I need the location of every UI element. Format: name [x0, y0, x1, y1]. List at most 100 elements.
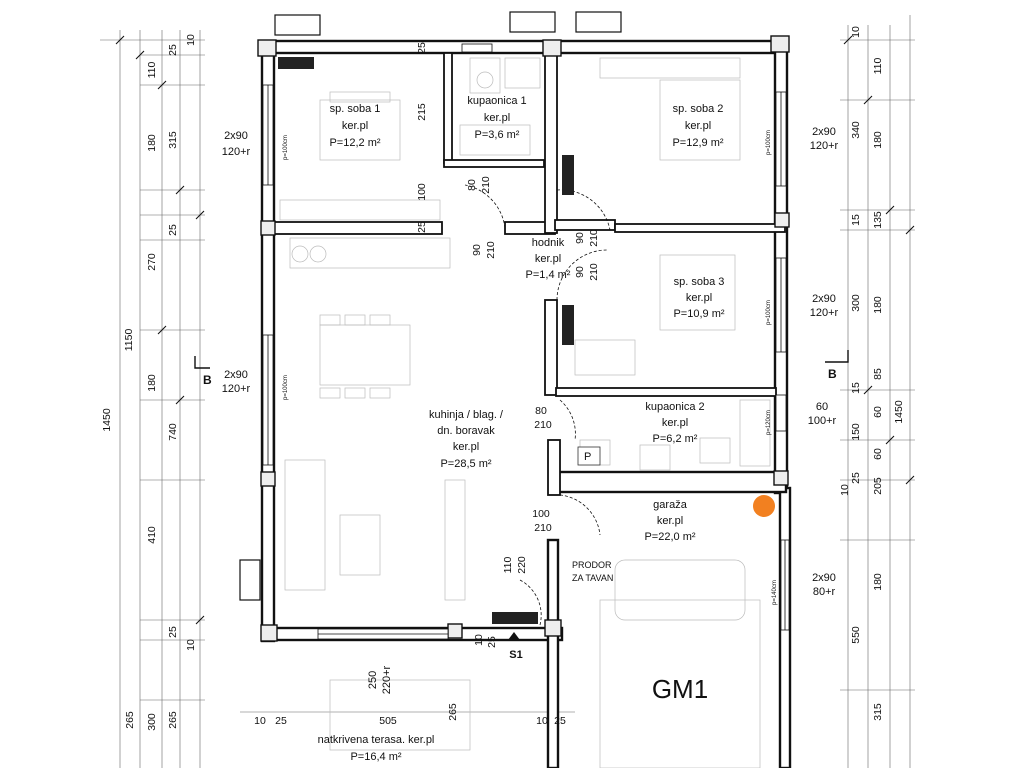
window-sub: 120+r — [810, 307, 839, 319]
room-name: sp. soba 2 — [673, 103, 724, 115]
dim-label: 300 — [146, 713, 158, 731]
entrance-mark: S1 — [509, 649, 522, 661]
section-mark-left: B — [203, 373, 212, 387]
location-marker — [753, 495, 775, 517]
dim-label: 15 — [850, 382, 862, 394]
attic-label: ZA TAVAN — [572, 573, 613, 583]
window-size: 250 — [367, 671, 379, 689]
dim-label: 150 — [850, 423, 862, 441]
window-sub: 100+r — [808, 415, 837, 427]
misc-labels: GM1 B B S1 PRODOR ZA TAVAN P — [203, 367, 837, 704]
window-size: 2x90 — [224, 369, 248, 381]
dim-label: 340 — [850, 121, 862, 139]
room-name: sp. soba 3 — [674, 276, 725, 288]
dim-label: 180 — [872, 573, 884, 591]
window-sub: 120+r — [810, 140, 839, 152]
room-floor: ker.pl — [535, 253, 561, 265]
window-size: 60 — [816, 401, 828, 413]
dim-label: 180 — [146, 134, 158, 152]
walls — [257, 35, 792, 768]
section-marks — [194, 350, 849, 369]
dim-label: 10 — [536, 715, 548, 727]
attic-label: PRODOR — [572, 560, 612, 570]
dim-label: 10 — [850, 26, 862, 38]
room-area: P=22,0 m² — [644, 531, 695, 543]
dim-label: 315 — [167, 131, 179, 149]
door-width: 90 — [574, 266, 586, 278]
room-area: P=3,6 m² — [475, 129, 520, 141]
room-name: hodnik — [532, 237, 565, 249]
dim-label: 60 — [872, 448, 884, 460]
room-floor: ker.pl — [685, 120, 711, 132]
sill-label: p=120cm — [766, 410, 772, 435]
door-height: 210 — [534, 522, 552, 534]
room-name: natkrivena terasa. ker.pl — [318, 734, 435, 746]
dim-label: 25 — [167, 626, 179, 638]
section-mark-right: B — [828, 367, 837, 381]
room-floor: ker.pl — [453, 441, 479, 453]
door-height: 210 — [480, 176, 492, 194]
dim-label: 100 — [416, 183, 428, 201]
room-area: P=12,2 m² — [329, 137, 380, 149]
dim-label: 10 — [839, 484, 851, 496]
dim-label: 25 — [486, 636, 498, 648]
door-height: 210 — [588, 263, 600, 281]
dim-label: 25 — [416, 42, 428, 54]
room-name: sp. soba 1 — [330, 103, 381, 115]
left-dimensions: 1450 1150 10 25 110 180 315 25 270 180 7… — [101, 34, 197, 731]
dim-label: 265 — [447, 703, 459, 721]
bottom-dimensions: 10 25 505 265 10 25 10 25 — [254, 634, 566, 727]
dim-label: 110 — [872, 57, 884, 74]
dim-label: 135 — [872, 211, 884, 229]
dim-label: 85 — [872, 368, 884, 380]
dim-label: 25 — [167, 44, 179, 56]
door-height: 210 — [534, 419, 552, 431]
right-dimensions: 10 110 340 180 15 135 300 180 15 85 60 1… — [839, 26, 905, 721]
room-area: P=1,4 m² — [526, 269, 571, 281]
dim-label: 10 — [254, 715, 266, 727]
sill-label: p=140cm — [772, 580, 778, 605]
room-floor: ker.pl — [484, 112, 510, 124]
dim-label: 25 — [554, 715, 566, 727]
interior-dimensions: 215 100 25 25 — [416, 42, 428, 233]
sill-label: p=100cm — [283, 135, 289, 160]
dim-label: 25 — [850, 472, 862, 484]
door-width: 100 — [532, 508, 550, 520]
radiators — [239, 11, 622, 640]
dim-label: 180 — [146, 374, 158, 392]
door-width: 110 — [502, 556, 514, 573]
room-labels: sp. soba 1 ker.pl P=12,2 m² kupaonica 1 … — [318, 95, 725, 763]
dim-label: 550 — [850, 626, 862, 644]
room-name: garaža — [653, 499, 688, 511]
dim-label: 270 — [146, 253, 158, 271]
window-size: 2x90 — [224, 130, 248, 142]
dim-label: 265 — [167, 711, 179, 729]
window-sub: 120+r — [222, 383, 251, 395]
door-width: 90 — [471, 244, 483, 256]
dim-label: 410 — [146, 526, 158, 544]
door-labels: 80 210 90 210 90 210 90 210 80 210 100 2… — [466, 176, 600, 574]
dim-label: 265 — [124, 711, 136, 729]
room-floor: ker.pl — [657, 515, 683, 527]
sill-label: p=100cm — [283, 375, 289, 400]
parking-sign: P — [584, 451, 591, 463]
door-height: 210 — [485, 241, 497, 259]
dim-label: 315 — [872, 703, 884, 721]
room-floor: ker.pl — [342, 120, 368, 132]
door-width: 80 — [535, 405, 547, 417]
sill-label: p=100cm — [766, 130, 772, 155]
dim-label: 1150 — [123, 329, 135, 352]
furniture — [279, 57, 771, 768]
dim-label: 25 — [416, 221, 428, 233]
door-width: 90 — [574, 232, 586, 244]
dim-label: 205 — [872, 477, 884, 495]
window-size: 2x90 — [812, 126, 836, 138]
dim-label: 505 — [379, 715, 397, 727]
room-floor: ker.pl — [662, 417, 688, 429]
dim-label: 60 — [872, 406, 884, 418]
window-sub: 80+r — [813, 586, 836, 598]
dimension-lines — [100, 15, 915, 768]
dim-label: 10 — [473, 634, 485, 646]
room-area: P=10,9 m² — [673, 308, 724, 320]
